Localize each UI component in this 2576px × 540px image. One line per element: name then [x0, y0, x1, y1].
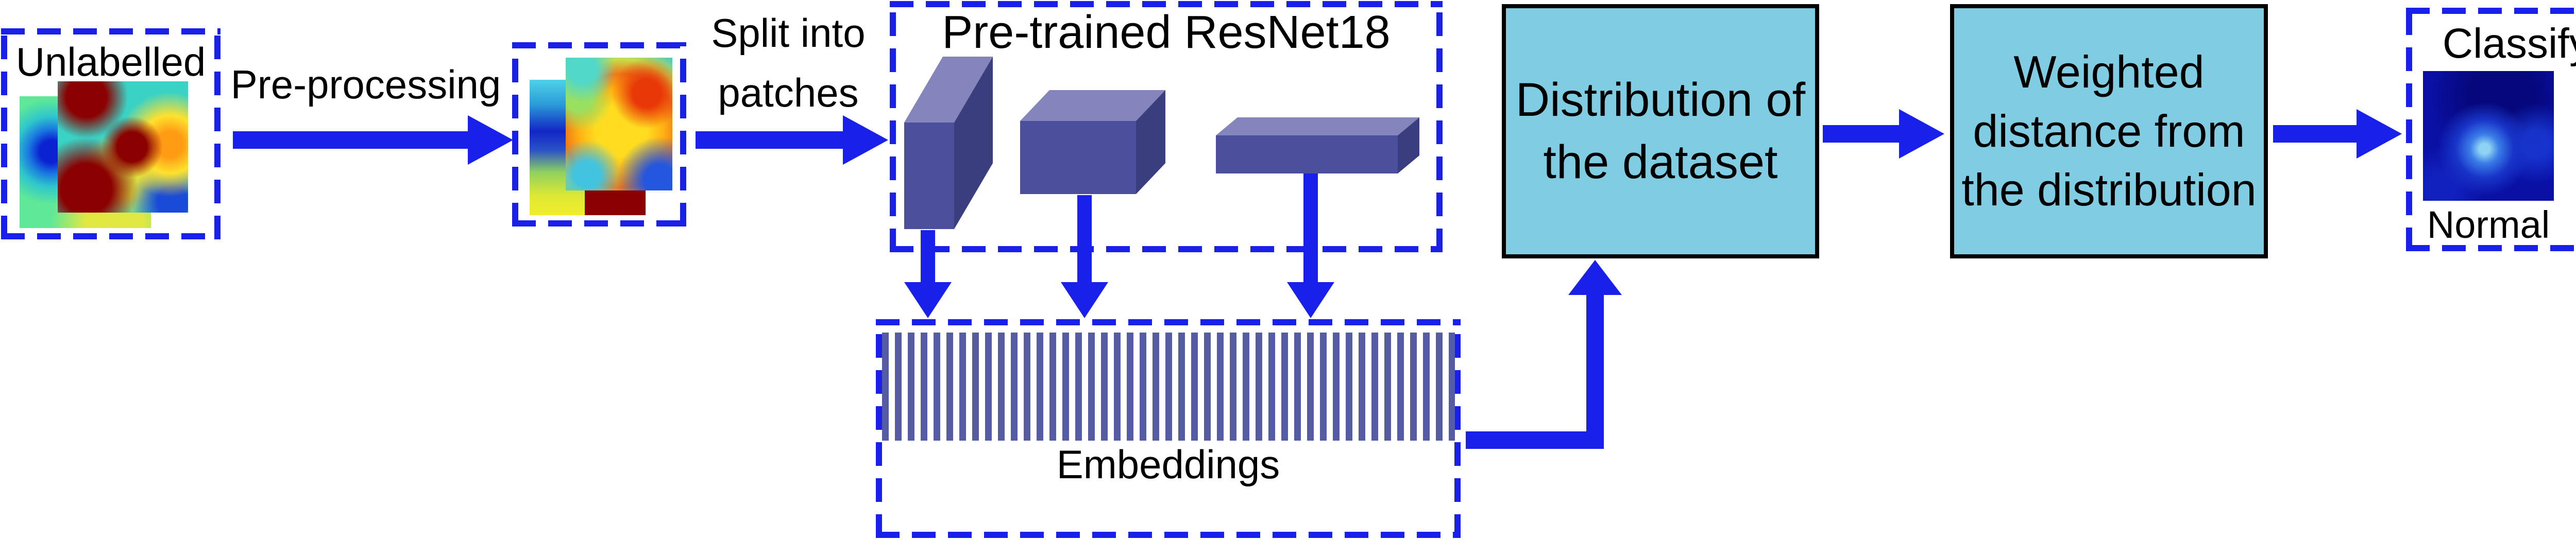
weighted-line2: distance from [1973, 105, 2245, 156]
cuboid-layer2 [1020, 90, 1165, 194]
preprocessed-image-front [566, 58, 672, 190]
preprocessing-arrow-icon [468, 115, 513, 165]
distribution-arrow-shaft [1823, 125, 1899, 143]
normal-label: Normal [2427, 203, 2550, 246]
unlabelled-image-front [58, 81, 188, 213]
preprocessing-label: Pre-processing [230, 62, 501, 107]
layer3-down-arrow-icon [1287, 282, 1334, 318]
preprocessing-arrow-shaft [233, 131, 468, 149]
layer1-down-arrow-shaft [921, 230, 935, 282]
embeddings-arrow-icon [1568, 260, 1622, 295]
classify-arrow-icon [2357, 109, 2402, 159]
resnet-feature-cuboids [904, 57, 1419, 229]
split-label-line1: Split into [711, 10, 866, 56]
split-arrow-icon [843, 115, 888, 165]
weighted-line1: Weighted [2013, 46, 2205, 98]
classify-arrow-shaft [2273, 125, 2357, 143]
embeddings-vectors [882, 333, 1455, 441]
resnet-title: Pre-trained ResNet18 [942, 7, 1391, 58]
embeddings-title: Embeddings [1056, 442, 1280, 487]
distribution-arrow-icon [1899, 109, 1944, 159]
embeddings-arrow-vertical [1586, 294, 1604, 449]
distribution-line1: Distribution of [1515, 73, 1806, 126]
layer2-down-arrow-icon [1061, 282, 1108, 318]
distribution-box: Distribution of the dataset [1502, 4, 1819, 258]
split-label-line2: patches [718, 70, 859, 115]
cuboid-layer3 [1216, 117, 1419, 173]
classify-title: Classify images [2442, 20, 2576, 67]
cuboid-layer1 [904, 57, 993, 229]
embeddings-arrow-horizontal [1466, 431, 1604, 449]
weighted-distance-box: Weighted distance from the distribution [1950, 4, 2268, 258]
layer2-down-arrow-shaft [1077, 195, 1092, 282]
layer3-down-arrow-shaft [1303, 173, 1318, 282]
normal-result-image [2423, 71, 2554, 201]
weighted-line3: the distribution [1961, 164, 2257, 216]
distribution-line2: the dataset [1543, 136, 1778, 188]
split-arrow-shaft [696, 131, 843, 149]
preprocessed-image-red-region [585, 188, 646, 215]
unlabelled-title: Unlabelled [15, 39, 206, 84]
layer1-down-arrow-icon [904, 282, 952, 318]
